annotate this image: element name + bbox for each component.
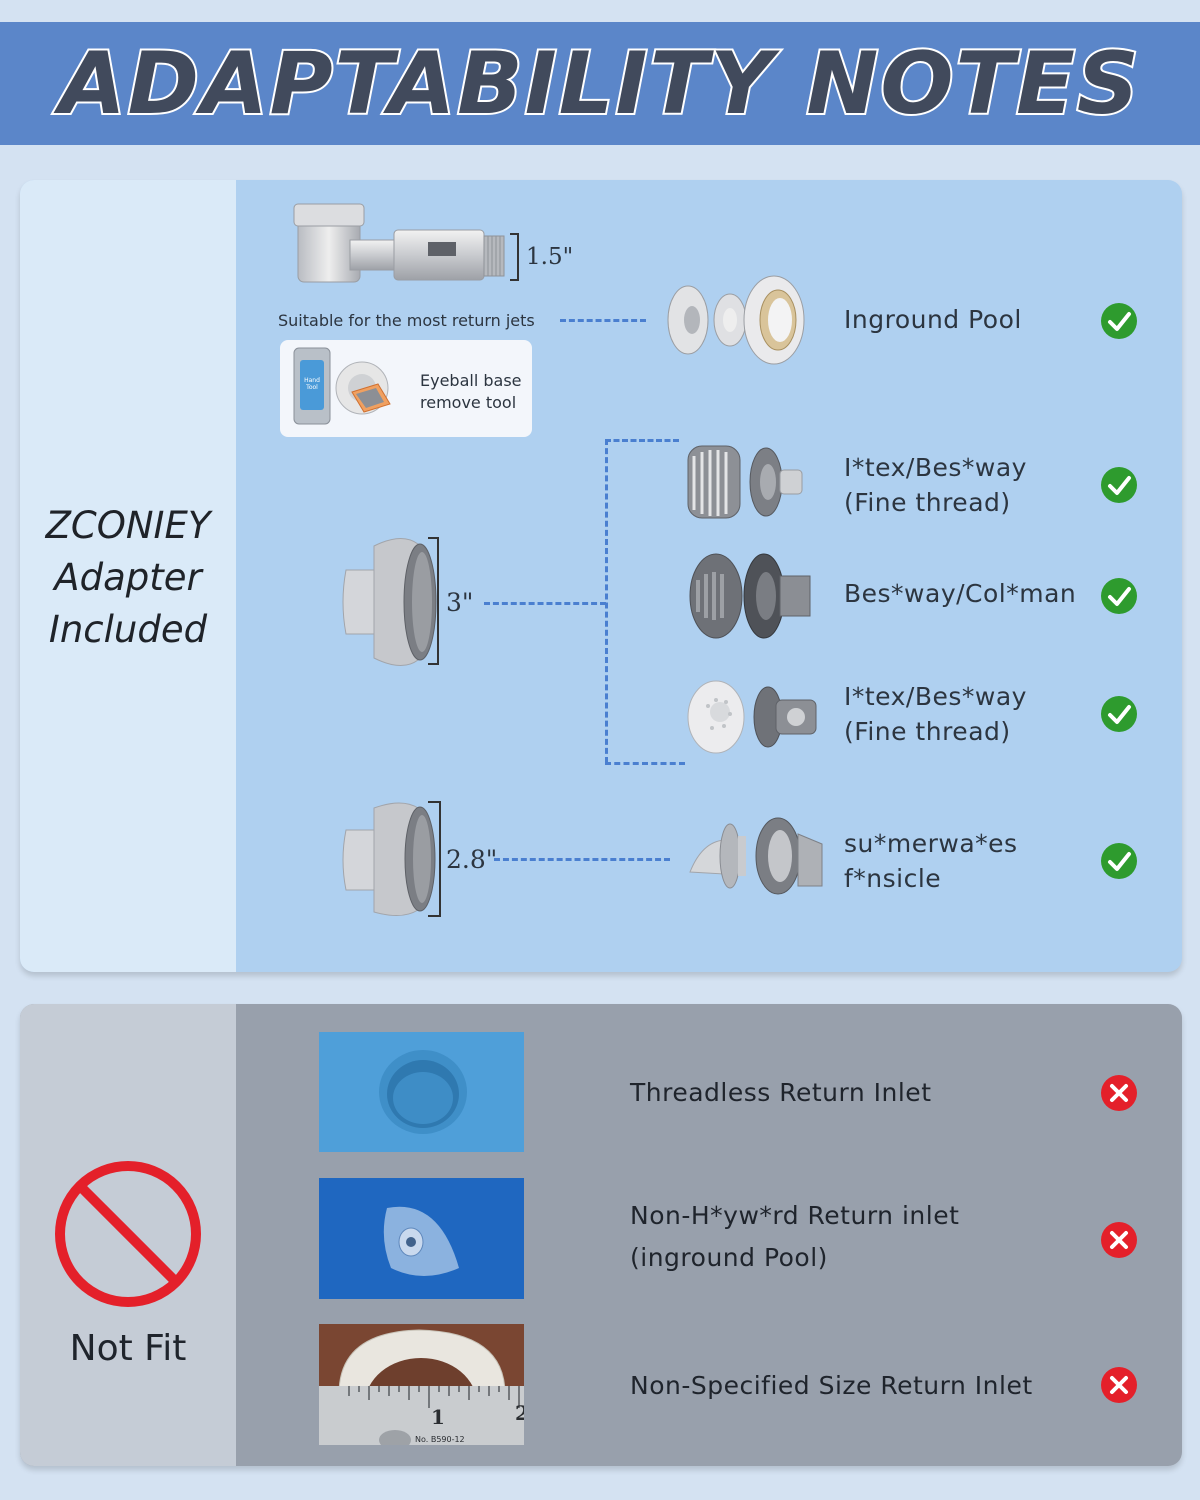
tool-card-text-1: Hand xyxy=(304,377,320,384)
adapter-3in-size: 3" xyxy=(446,588,474,617)
tool-label: Eyeball base remove tool xyxy=(420,370,530,414)
ruler-stamp: No. B590-12 xyxy=(415,1435,465,1444)
inground-pool-parts-image xyxy=(667,275,805,365)
fit-left-column xyxy=(20,180,236,972)
non-specified-inlet-photo: 1 2 No. B590-12 xyxy=(319,1324,524,1445)
fit-item-line-1: I*tex/Bes*way xyxy=(844,453,1027,482)
connector-line xyxy=(484,602,606,605)
connector-line xyxy=(605,762,685,765)
tool-label-line-1: Eyeball base xyxy=(420,371,522,390)
non-hayward-inlet-photo xyxy=(319,1178,524,1299)
adapter-1-5-caption: Suitable for the most return jets xyxy=(278,311,535,330)
adapter-2-8in-size: 2.8" xyxy=(446,845,498,874)
bestway-parts-image xyxy=(689,553,811,639)
connector-line xyxy=(494,858,670,861)
check-icon xyxy=(1101,303,1137,339)
tool-label-line-2: remove tool xyxy=(420,393,517,412)
summerwaves-parts-image xyxy=(689,817,823,895)
fit-item-label: Bes*way/Col*man xyxy=(844,576,1076,611)
cross-icon xyxy=(1101,1075,1137,1111)
ruler-mark-1: 1 xyxy=(431,1405,445,1429)
fit-heading: ZCONIEY Adapter Included xyxy=(20,500,236,656)
tool-image: Hand Tool xyxy=(293,347,391,425)
connector-line xyxy=(605,439,679,442)
adapter-3in-image xyxy=(342,537,439,666)
fit-panel: ZCONIEY Adapter Included xyxy=(20,180,1182,972)
not-fit-item-line-1: Non-H*yw*rd Return inlet xyxy=(630,1201,960,1230)
check-icon xyxy=(1101,467,1137,503)
not-fit-item-line-2: (inground Pool) xyxy=(630,1243,828,1272)
fit-item-line-1: su*merwa*es xyxy=(844,829,1018,858)
check-icon xyxy=(1101,696,1137,732)
fit-item-label: Inground Pool xyxy=(844,302,1022,337)
fit-item-label: su*merwa*es f*nsicle xyxy=(844,826,1018,896)
header-banner xyxy=(0,22,1200,145)
not-fit-item-line-1: Threadless Return Inlet xyxy=(630,1078,932,1107)
page-title: ADAPTABILITY NOTES xyxy=(57,32,1141,136)
intex-parts-image-1 xyxy=(687,445,803,519)
adapter-2-8in-image xyxy=(342,801,441,917)
not-fit-item-label: Non-Specified Size Return Inlet xyxy=(630,1365,1033,1407)
fit-heading-line-2: Adapter xyxy=(54,556,202,599)
connector-line xyxy=(560,319,646,322)
not-fit-heading: Not Fit xyxy=(69,1328,187,1369)
ruler-mark-2: 2 xyxy=(515,1401,524,1425)
fit-heading-line-3: Included xyxy=(48,608,208,651)
fit-item-line-2: f*nsicle xyxy=(844,864,942,893)
connector-bracket xyxy=(605,439,608,763)
cross-icon xyxy=(1101,1367,1137,1403)
not-fit-item-label: Non-H*yw*rd Return inlet (inground Pool) xyxy=(630,1195,959,1279)
fit-item-label: I*tex/Bes*way (Fine thread) xyxy=(844,450,1027,520)
check-icon xyxy=(1101,843,1137,879)
fit-item-label: I*tex/Bes*way (Fine thread) xyxy=(844,679,1027,749)
check-icon xyxy=(1101,578,1137,614)
not-fit-item-label: Threadless Return Inlet xyxy=(630,1072,932,1114)
fit-heading-line-1: ZCONIEY xyxy=(45,504,211,547)
not-fit-item-line-1: Non-Specified Size Return Inlet xyxy=(630,1371,1033,1400)
intex-parts-image-2 xyxy=(687,680,817,754)
threadless-inlet-photo xyxy=(319,1032,524,1152)
cross-icon xyxy=(1101,1222,1137,1258)
fit-item-line-1: Bes*way/Col*man xyxy=(844,579,1077,608)
fit-item-line-1: I*tex/Bes*way xyxy=(844,682,1027,711)
fit-item-line-2: (Fine thread) xyxy=(844,488,1011,517)
fit-item-line-2: (Fine thread) xyxy=(844,717,1011,746)
prohibited-icon xyxy=(55,1161,201,1307)
tool-card-text-2: Tool xyxy=(305,384,318,391)
fit-item-line-1: Inground Pool xyxy=(844,305,1022,334)
adapter-1-5-size: 1.5" xyxy=(526,244,574,270)
adapter-1-5-image xyxy=(293,203,519,283)
